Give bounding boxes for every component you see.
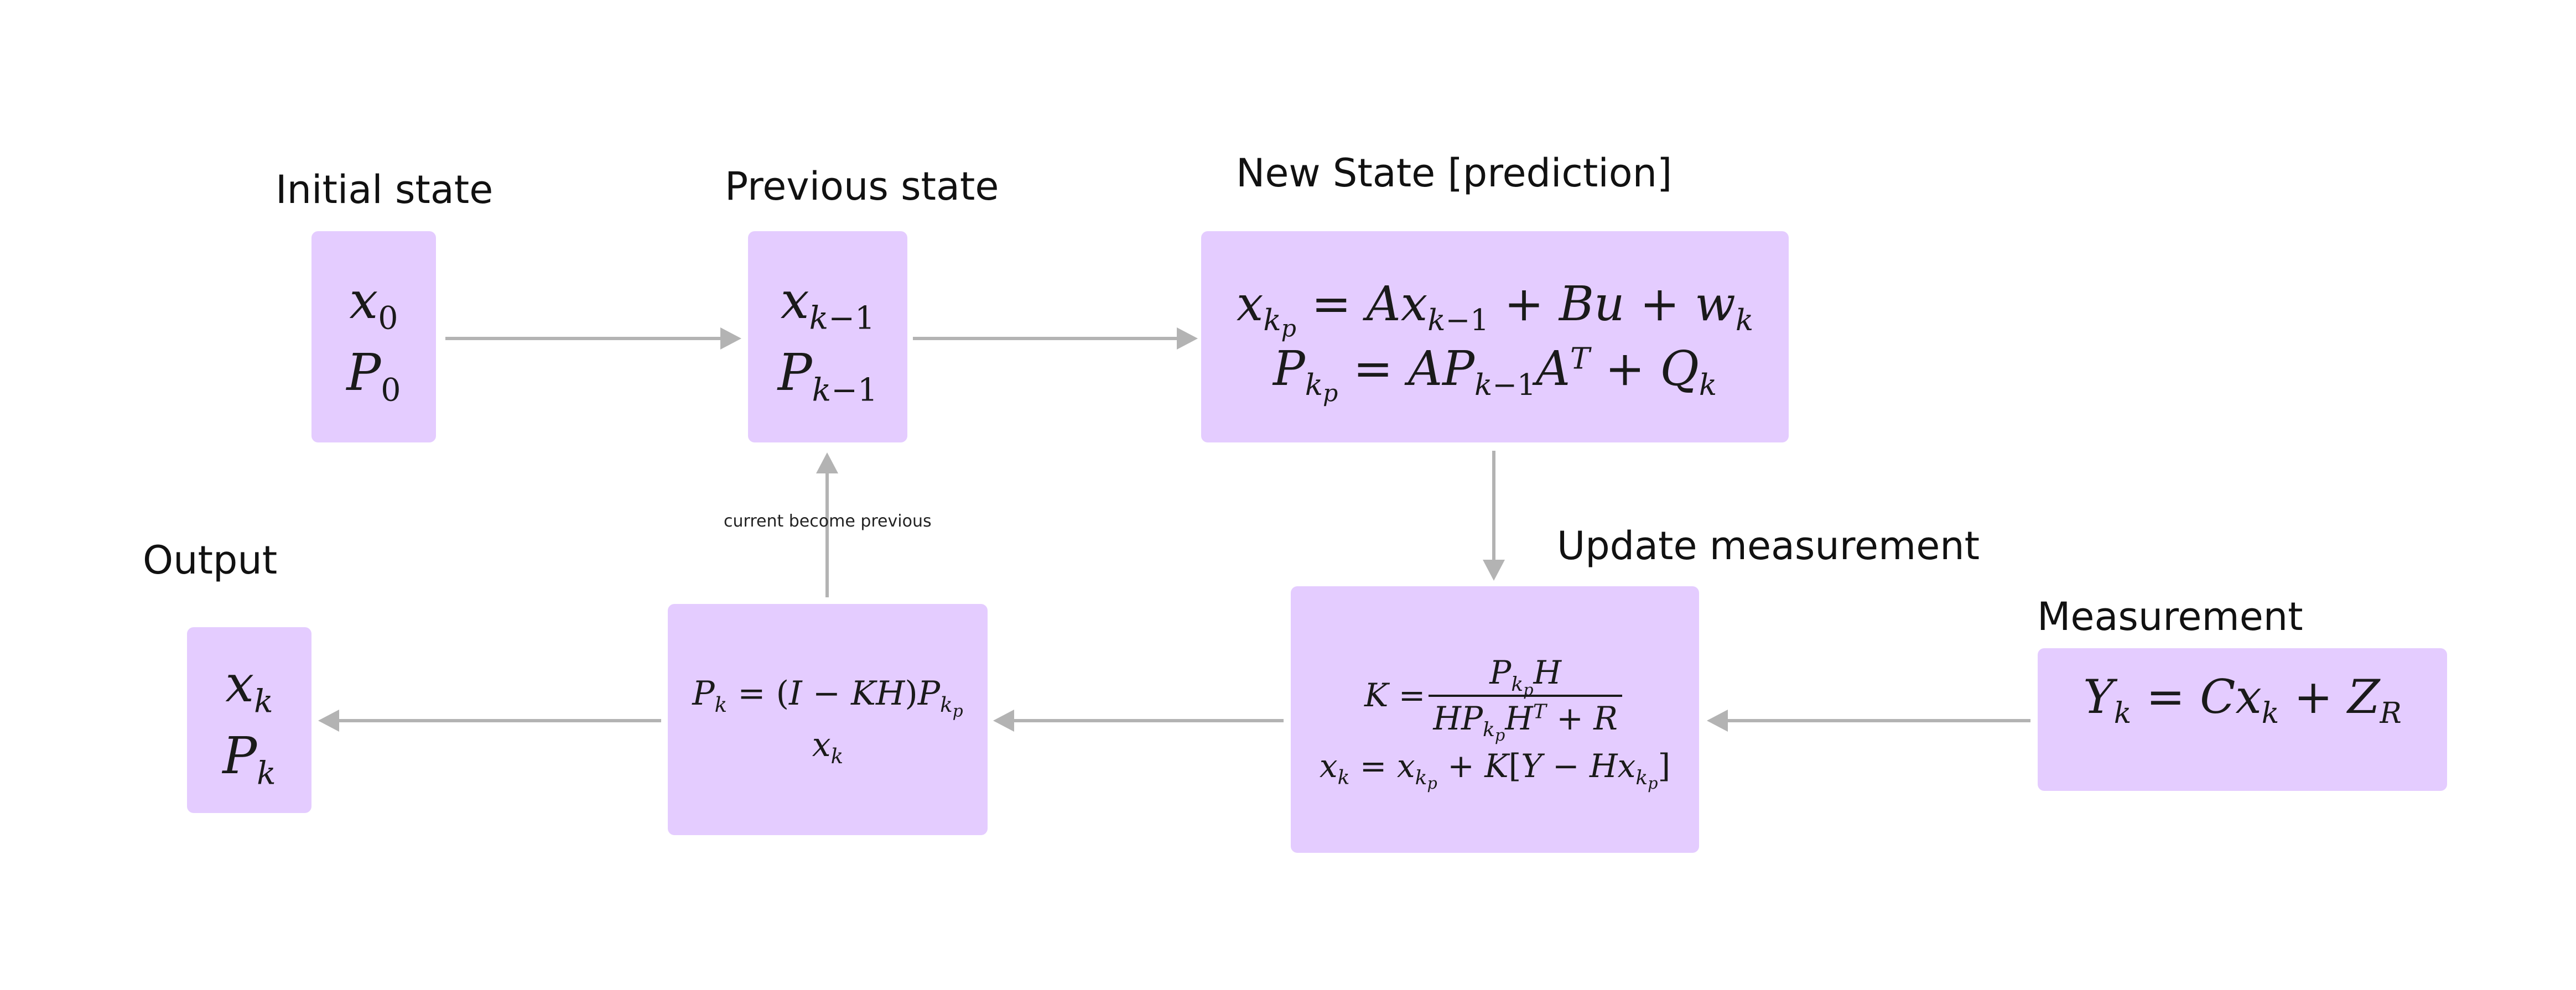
label-update-measurement: Update measurement — [1557, 523, 1980, 569]
arrowhead-previous-up — [816, 452, 838, 473]
box-previous-state: xk−1 Pk−1 — [748, 231, 907, 442]
eq-output-pk: Pk — [222, 726, 276, 792]
arrowhead-update — [1483, 560, 1505, 581]
eq-covariance-update: Pk = (I − KH)Pkp — [692, 674, 963, 721]
label-previous-state: Previous state — [725, 164, 999, 209]
eq-output-xk: xk — [225, 654, 273, 720]
label-current-become-previous: current become previous — [724, 512, 932, 531]
box-update-measurement: K = PkpH HPkpHT + R xk = xkp + K[Y − Hxk… — [1291, 586, 1699, 853]
label-initial-state: Initial state — [276, 167, 494, 212]
arrowhead-previous — [720, 327, 741, 350]
label-new-state: New State [prediction] — [1236, 150, 1673, 196]
eq-covariance-prediction: Pkp = APk−1AT + Qk — [1273, 341, 1717, 408]
arrowhead-update-left — [1707, 710, 1728, 732]
eq-x-k-1: xk−1 — [780, 271, 875, 337]
arrowhead-output — [318, 710, 339, 732]
eq-x0: x0 — [349, 271, 398, 337]
eq-p0: P0 — [346, 343, 401, 409]
eq-kalman-gain: K = PkpH HPkpHT + R — [1364, 654, 1625, 743]
box-covariance-update: Pk = (I − KH)Pkp xk — [668, 604, 988, 835]
eq-p-k-1: Pk−1 — [777, 343, 878, 409]
label-measurement: Measurement — [2037, 594, 2303, 639]
arrowhead-covariance — [993, 710, 1014, 732]
eq-xk-output: xk — [812, 726, 844, 768]
box-initial-state: x0 P0 — [311, 231, 436, 442]
arrowhead-prediction — [1177, 327, 1198, 350]
box-output: xk Pk — [187, 627, 311, 813]
eq-state-update: xk = xkp + K[Y − Hxkp] — [1319, 747, 1671, 793]
eq-measurement: Yk = Cxk + ZR — [2083, 670, 2402, 730]
eq-state-prediction: xkp = Axk−1 + Bu + wk — [1236, 277, 1754, 343]
box-measurement: Yk = Cxk + ZR — [2038, 648, 2447, 791]
box-prediction: xkp = Axk−1 + Bu + wk Pkp = APk−1AT + Qk — [1201, 231, 1789, 442]
label-output: Output — [143, 538, 278, 583]
